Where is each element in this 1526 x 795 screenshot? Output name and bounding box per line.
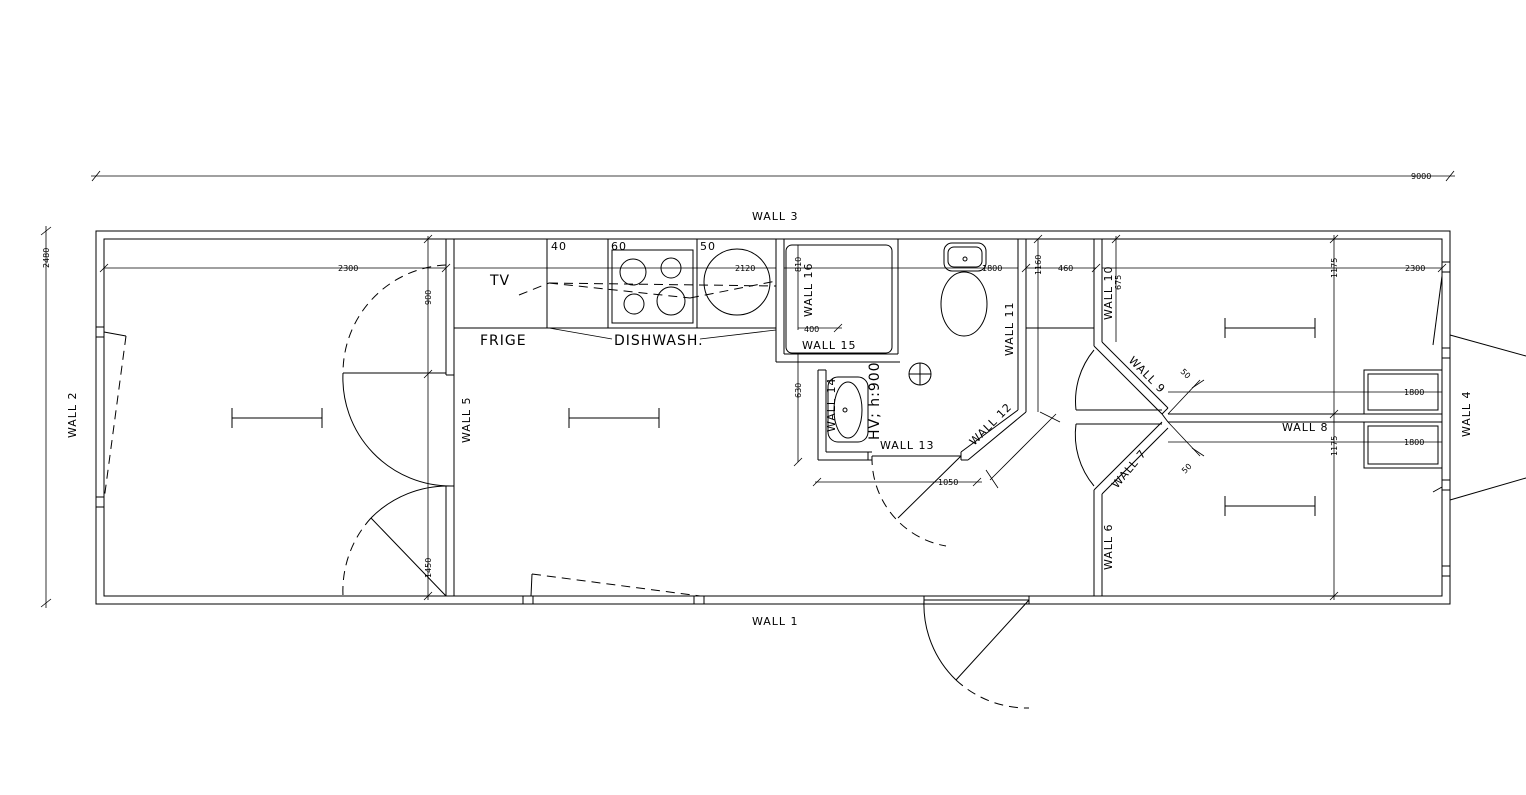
shower-step-dim: 400 [804, 325, 819, 334]
right-room-dim: 2300 [1405, 264, 1425, 273]
wall-10-label: WALL 10 [1102, 265, 1115, 320]
wall-5 [445, 239, 455, 596]
basin-dim: 630 [794, 383, 803, 398]
door-lower-dim: 1450 [424, 558, 433, 578]
dishwash-label: DISHWASH. [614, 333, 704, 349]
wall-1-window [522, 573, 705, 605]
wall-4-label: WALL 4 [1460, 390, 1473, 437]
shower-tray [785, 244, 893, 354]
entrance-door [923, 596, 1030, 709]
cabinet-40-label: 40 [551, 240, 567, 253]
wall9-offset-dim: 675 [1114, 275, 1123, 290]
cabinet-50-label: 50 [700, 240, 716, 253]
overall-length-value: 9000 [1411, 172, 1431, 181]
tv-label: TV [489, 273, 510, 289]
basin [827, 376, 869, 443]
door-height-dim: 900 [424, 290, 433, 305]
bedroom-lower-dim: 1175 [1330, 436, 1339, 456]
wall-2-label: WALL 2 [66, 391, 79, 438]
wall-4-windows [1432, 261, 1526, 577]
kitchen-sink [703, 248, 771, 316]
toilet-tank [943, 242, 987, 272]
left-room-length: 2300 [338, 264, 358, 273]
wall-2-window [95, 326, 127, 508]
bed-upper-dim: 1800 [1404, 388, 1424, 397]
wall-3-label: WALL 3 [752, 210, 799, 223]
corridor-dim: 460 [1058, 264, 1073, 273]
wall7-gap-dim: 50 [1180, 462, 1194, 476]
bed-lower-dim: 1800 [1404, 438, 1424, 447]
wall-13-label: WALL 13 [880, 439, 935, 452]
overall-length-dimension: 9000 [91, 170, 1455, 182]
bath-upper-dim: 1800 [982, 264, 1002, 273]
left-room-dimensions: 2300 900 1450 [99, 234, 451, 601]
wall-15-label: WALL 15 [802, 339, 857, 352]
bedroom-upper-dim: 1175 [1330, 258, 1339, 278]
wall-8-label: WALL 8 [1282, 421, 1329, 434]
bathroom: HV; h:900 1800 1160 460 810 [775, 234, 1101, 547]
bath-door-dim: 1050 [938, 478, 958, 487]
shower-depth-dim: 810 [794, 257, 803, 272]
toilet-bowl [940, 271, 988, 337]
kitchen: TV FRIGE DISHWASH. 40 60 50 2120 [454, 238, 777, 349]
left-room-doors [342, 264, 452, 597]
wall-6-label: WALL 6 [1102, 523, 1115, 570]
wall-1-label: WALL 1 [752, 615, 799, 628]
kitchen-length: 2120 [735, 264, 755, 273]
left-room-bed-symbol [231, 408, 323, 428]
middle-room-bed-symbol [568, 408, 660, 428]
wall-11-label: WALL 11 [1003, 301, 1016, 356]
wall-16-label: WALL 16 [802, 262, 815, 317]
wall-9-label: WALL 9 [1126, 354, 1168, 396]
bath-lower-dim: 1160 [1034, 255, 1043, 275]
right-bedrooms: 1800 1800 2300 1175 1175 675 50 50 [1026, 234, 1447, 601]
hob [611, 249, 694, 324]
frige-label: FRIGE [480, 333, 527, 349]
bed-lower [1363, 421, 1443, 469]
cabinet-60-label: 60 [611, 240, 627, 253]
wall-5-label: WALL 5 [460, 396, 473, 443]
wall9-gap-dim: 50 [1179, 367, 1193, 381]
hv-label: HV; h:900 [867, 361, 883, 440]
overall-width-dimension: 2480 [40, 226, 52, 608]
overall-width-value: 2480 [42, 248, 51, 268]
